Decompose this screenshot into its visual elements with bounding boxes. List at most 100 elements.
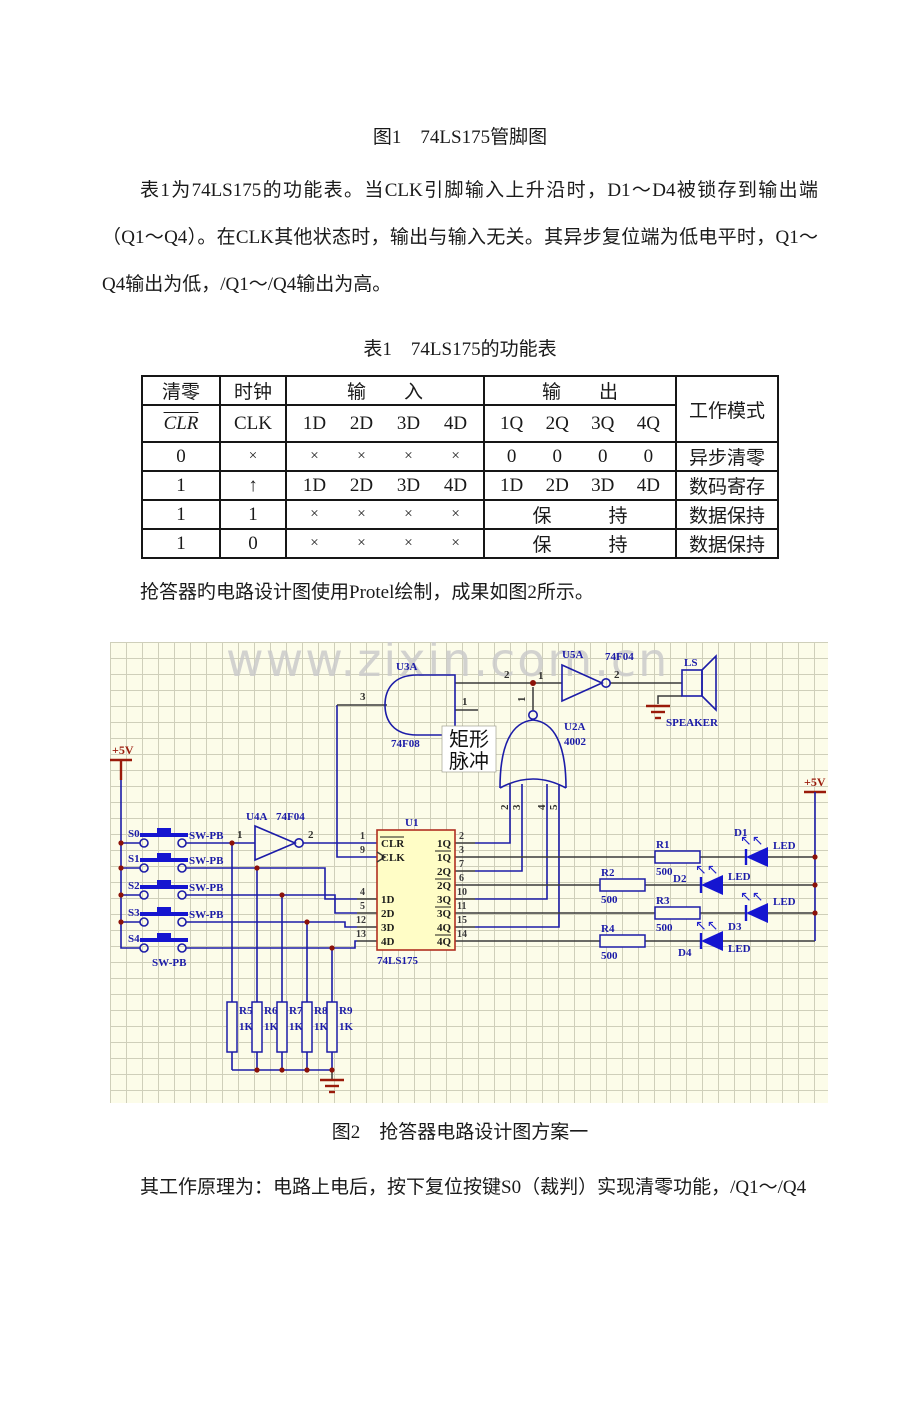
svg-text:1K: 1K [339, 1021, 354, 1033]
resistor-r8: R8 1K [301, 1001, 329, 1053]
u4a-part: 74F04 [276, 811, 305, 823]
wires [120, 682, 816, 1080]
resistor-r3: R3 500 [654, 895, 701, 934]
svg-text:S3: S3 [128, 907, 140, 919]
svg-text:SW-PB: SW-PB [152, 957, 187, 969]
svg-text:D1: D1 [734, 827, 747, 839]
u3a-pin-in-bot: 1 [462, 696, 468, 708]
svg-text:LED: LED [773, 896, 796, 908]
u2a-pin-out: 1 [516, 697, 528, 703]
svg-text:R1: R1 [656, 839, 669, 851]
u5a-ref: U5A [562, 649, 583, 661]
u1-pin-3d: 3D [381, 922, 395, 934]
cell-mode: 异步清零 [675, 441, 779, 472]
cell-mode: 数码寄存 [675, 470, 779, 501]
cell-hold: 保 持 [483, 499, 677, 530]
table-row: 1 0 ×××× 保 持 数据保持 [141, 528, 779, 559]
vcc-left-symbol: +5V [110, 743, 134, 780]
cell-mode: 数据保持 [675, 499, 779, 530]
figure1-caption: 图1 74LS175管脚图 [372, 127, 548, 148]
cell-inputs: ×××× [285, 528, 485, 559]
u5a-part: 74F04 [605, 651, 634, 663]
u1-pin-clr: CLR [381, 838, 405, 850]
cell-clr: 0 [141, 441, 221, 472]
u1-pin-2d: 2D [381, 908, 395, 920]
paragraph-1: 表1为74LS175的功能表。当CLK引脚输入上升沿时，D1～D4被锁存到输出端… [102, 180, 818, 295]
pulse-line2: 脉冲 [449, 750, 489, 773]
paragraph-2: 抢答器旳电路设计图使用Protel绘制，成果如图2所示。 [140, 582, 594, 603]
switch-s2: S2 SW-PB [128, 880, 224, 900]
speaker-ground-icon [646, 704, 670, 720]
pulse-annotation: 矩形 脉冲 [441, 725, 497, 773]
svg-text:R3: R3 [656, 895, 670, 907]
svg-text:S1: S1 [128, 853, 140, 865]
led-arrows-icon: ↖↖ [740, 833, 763, 849]
svg-text:SW-PB: SW-PB [189, 909, 224, 921]
cell-clk: 1 [219, 499, 287, 530]
svg-text:1K: 1K [289, 1021, 304, 1033]
cell-hold: 保 持 [483, 528, 677, 559]
ground-icon [320, 1078, 344, 1094]
u1-pin-4q: 4Q [437, 922, 452, 934]
u3a-ref: U3A [396, 661, 417, 673]
svg-text:15: 15 [457, 915, 467, 926]
vcc-left-label: +5V [112, 743, 134, 757]
svg-text:LED: LED [728, 943, 751, 955]
led-d3: ↖↖ D3 LED [728, 889, 796, 933]
u4a-ref: U4A [246, 811, 267, 823]
switch-s4: S4 SW-PB [128, 933, 188, 969]
svg-text:D2: D2 [673, 873, 687, 885]
th-1q: 1Q [499, 412, 524, 434]
u5a-pin-out: 2 [614, 669, 620, 681]
svg-text:500: 500 [656, 922, 673, 934]
switch-s0: S0 SW-PB [128, 828, 224, 848]
svg-text:500: 500 [601, 950, 618, 962]
u3a-pin-out: 3 [360, 691, 366, 703]
svg-text:11: 11 [457, 901, 466, 912]
resistor-r1: R1 500 [654, 839, 701, 878]
u1-pin-3q: 3Q [437, 894, 452, 906]
resistor-r7: R7 1K [276, 1001, 304, 1053]
u4a-pin-in: 1 [237, 829, 243, 841]
svg-text:S2: S2 [128, 880, 140, 892]
th-2q: 2Q [545, 412, 569, 434]
resistor-r4: R4 500 [599, 923, 646, 962]
svg-text:500: 500 [656, 866, 673, 878]
th-clock: 时钟 [219, 375, 287, 406]
u2a-ref: U2A [564, 721, 585, 733]
svg-text:1K: 1K [264, 1021, 279, 1033]
led-arrows-icon: ↖↖ [740, 889, 763, 905]
svg-text:D3: D3 [728, 921, 742, 933]
th-clk-pin: CLK [219, 404, 287, 443]
resistor-r5: R5 1K [226, 1001, 254, 1053]
table1-caption: 表1 74LS175的功能表 [363, 339, 557, 360]
svg-text:10: 10 [457, 887, 467, 898]
svg-text:2: 2 [459, 831, 464, 842]
th-output: 输 出 [483, 375, 677, 406]
svg-text:LED: LED [773, 840, 796, 852]
document-page: 图1 74LS175管脚图 表1为74LS175的功能表。当CLK引脚输入上升沿… [0, 122, 920, 1211]
svg-text:1K: 1K [314, 1021, 329, 1033]
u5a-pin-in: 1 [538, 670, 544, 682]
svg-text:1K: 1K [239, 1021, 254, 1033]
u1-pin-1d: 1D [381, 894, 395, 906]
th-3q: 3Q [591, 412, 615, 434]
u2a-pin-1: 2 [499, 804, 511, 810]
u3a-part: 74F08 [391, 738, 420, 750]
svg-text:4: 4 [360, 887, 365, 898]
svg-text:12: 12 [356, 915, 366, 926]
and-gate-u3a: U3A 74F08 3 2 1 [360, 661, 510, 750]
u2a-pin-2: 3 [511, 804, 523, 810]
cell-clr: 1 [141, 499, 221, 530]
th-4d: 4D [443, 412, 468, 434]
switch-s1: S1 SW-PB [128, 853, 224, 873]
u1-pin-3qb: 3Q [437, 908, 452, 920]
svg-text:R6: R6 [264, 1005, 278, 1017]
u1-pin-2qb: 2Q [437, 880, 452, 892]
th-1d: 1D [302, 412, 327, 434]
